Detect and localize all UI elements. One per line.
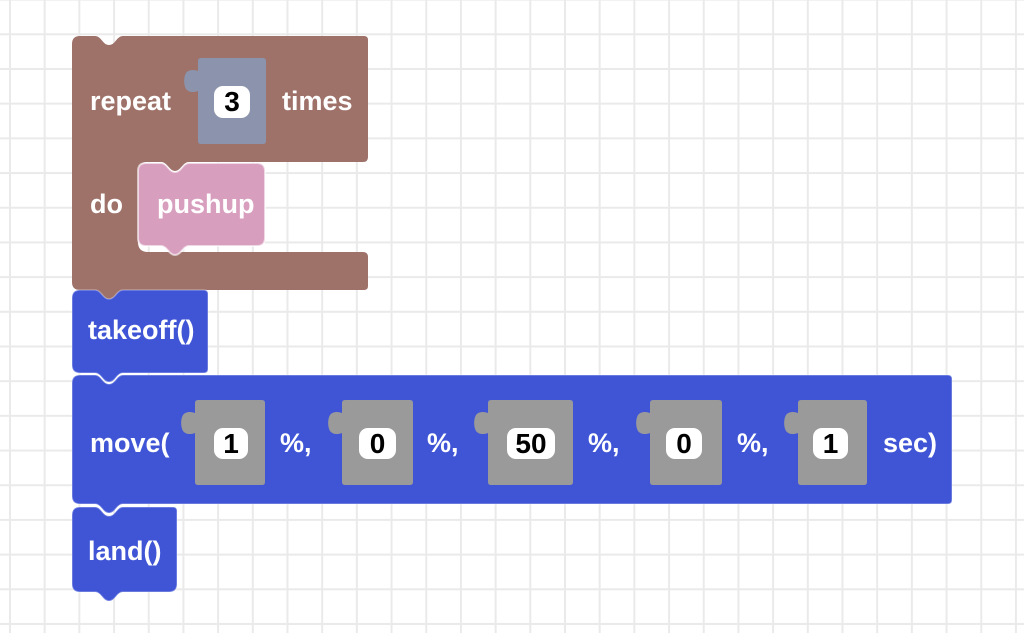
move-arg-field-2[interactable]: 0: [359, 428, 396, 459]
move-arg-block-3[interactable]: 50: [474, 400, 573, 485]
move-label: move(: [90, 428, 170, 458]
repeat-block-shape: [72, 36, 368, 299]
move-arg-field-5[interactable]: 1: [813, 428, 848, 459]
repeat-do-label: do: [90, 189, 123, 219]
move-arg-block-2[interactable]: 0: [328, 400, 413, 485]
move-arg-field-1[interactable]: 1: [214, 428, 248, 459]
move-arg-field-4[interactable]: 0: [666, 428, 702, 459]
takeoff-label: takeoff(): [88, 315, 195, 345]
repeat-label: repeat: [90, 86, 172, 116]
pushup-label: pushup: [157, 189, 255, 219]
repeat-count-block[interactable]: 3: [184, 58, 266, 144]
takeoff-block[interactable]: takeoff(): [71, 289, 209, 383]
move-arg-suffix-3: %,: [588, 428, 620, 458]
move-arg-suffix-4: %,: [737, 428, 769, 458]
move-arg-block-5[interactable]: 1: [784, 400, 867, 485]
pushup-block[interactable]: pushup: [137, 162, 266, 257]
land-label: land(): [88, 536, 162, 566]
repeat-times-label: times: [282, 86, 353, 116]
pushup-block-shape: [137, 162, 266, 257]
move-arg-field-3[interactable]: 50: [507, 428, 555, 459]
move-arg-block-4[interactable]: 0: [636, 400, 722, 485]
move-arg-suffix-1: %,: [280, 428, 312, 458]
move-arg-suffix-2: %,: [427, 428, 459, 458]
repeat-count-field[interactable]: 3: [214, 86, 250, 118]
repeat-block[interactable]: repeat 3 times do pushup: [72, 36, 368, 299]
land-block[interactable]: land(): [71, 506, 178, 602]
move-arg-suffix-5: sec): [883, 428, 938, 458]
move-arg-block-1[interactable]: 1: [181, 400, 265, 485]
move-block[interactable]: move( 1 %, 0 %, 50 %,: [71, 374, 953, 514]
takeoff-block-shape: [71, 289, 209, 383]
land-block-shape: [71, 506, 178, 602]
